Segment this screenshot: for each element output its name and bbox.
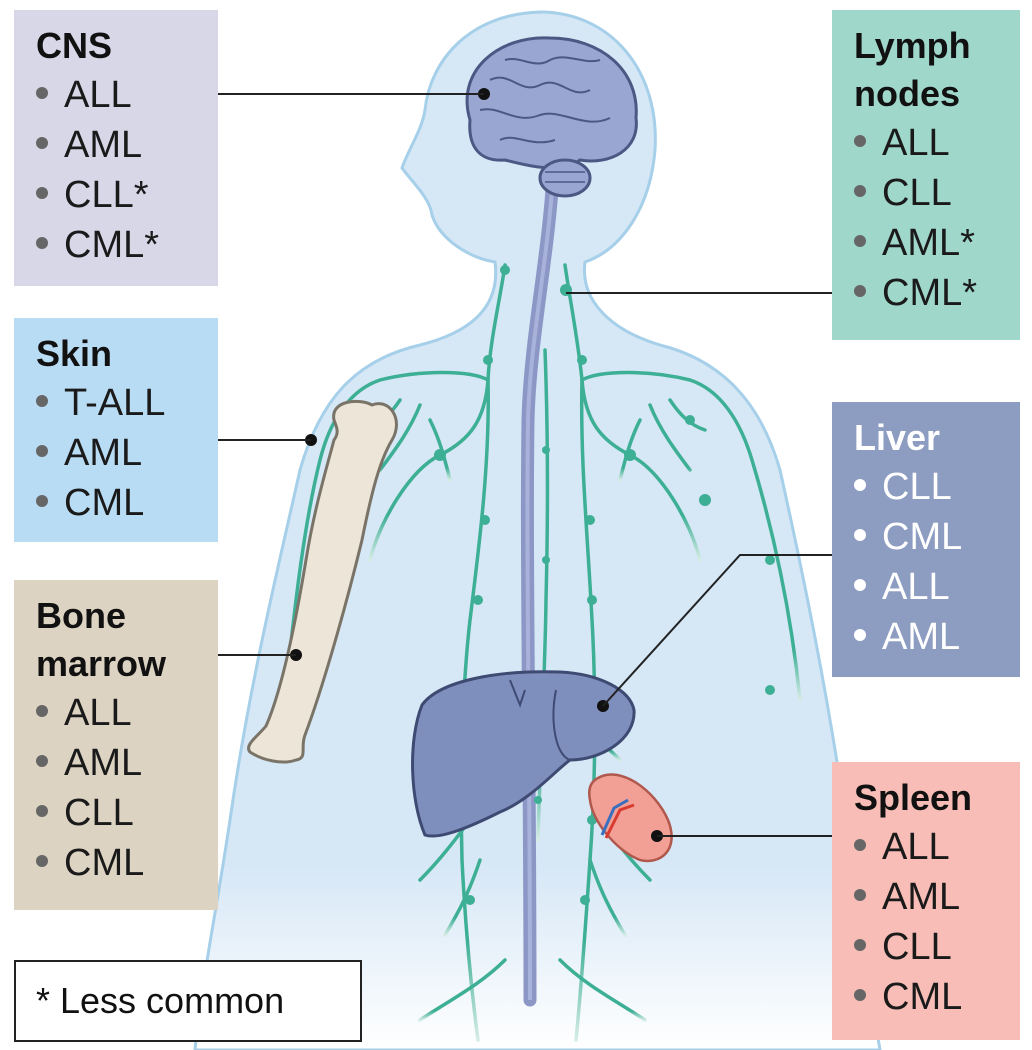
bullet-icon xyxy=(36,394,48,407)
list-item: CML xyxy=(36,478,218,528)
list-item-label: CML xyxy=(882,976,963,1018)
lymph-nodes-title-line2: nodes xyxy=(854,73,961,114)
bullet-icon xyxy=(36,86,48,99)
cns-panel: CNS ALL AML CLL* CML* xyxy=(14,10,218,286)
bullet-icon xyxy=(854,838,866,851)
list-item: CLL xyxy=(36,788,218,838)
bullet-icon xyxy=(854,628,866,641)
footnote-box: * Less common xyxy=(14,960,362,1042)
list-item-label: CML xyxy=(64,482,145,524)
skin-title: Skin xyxy=(36,333,113,374)
list-item-label: AML xyxy=(64,124,143,166)
list-item-label: ALL xyxy=(882,566,950,608)
list-item: CML xyxy=(854,512,1020,562)
list-item: ALL xyxy=(854,562,1020,612)
list-item: ALL xyxy=(36,688,218,738)
list-item-label: CLL xyxy=(882,466,952,508)
bullet-icon xyxy=(36,236,48,249)
list-item-label: ALL xyxy=(64,692,132,734)
list-item: CLL xyxy=(854,168,1020,218)
list-item: AML xyxy=(36,428,218,478)
list-item: CML* xyxy=(36,220,218,270)
bullet-icon xyxy=(36,494,48,507)
bullet-icon xyxy=(36,804,48,817)
bullet-icon xyxy=(36,136,48,149)
list-item: CML xyxy=(36,838,218,888)
lymph-nodes-list: ALL CLL AML* CML* xyxy=(854,118,1020,318)
bullet-icon xyxy=(36,186,48,199)
list-item-label: CLL xyxy=(882,926,952,968)
bone-marrow-list: ALL AML CLL CML xyxy=(36,688,218,888)
list-item: AML xyxy=(36,120,218,170)
bullet-icon xyxy=(854,938,866,951)
list-item-label: CLL* xyxy=(64,174,149,216)
bone-marrow-panel: Bone marrow ALL AML CLL CML xyxy=(14,580,218,910)
list-item: CLL xyxy=(854,922,1020,972)
list-item: ALL xyxy=(854,822,1020,872)
bullet-icon xyxy=(854,478,866,491)
list-item-label: CML xyxy=(64,842,145,884)
bullet-icon xyxy=(36,754,48,767)
skin-panel: Skin T-ALL AML CML xyxy=(14,318,218,542)
list-item-label: CLL xyxy=(882,172,952,214)
list-item-label: CLL xyxy=(64,792,134,834)
list-item: ALL xyxy=(36,70,218,120)
spleen-icon xyxy=(588,773,673,863)
liver-list: CLL CML ALL AML xyxy=(854,462,1020,662)
list-item-label: ALL xyxy=(882,122,950,164)
list-item: ALL xyxy=(854,118,1020,168)
liver-panel: Liver CLL CML ALL AML xyxy=(832,402,1020,677)
list-item-label: CML xyxy=(882,516,963,558)
lymph-nodes-title-line1: Lymph xyxy=(854,25,971,66)
skin-list: T-ALL AML CML xyxy=(36,378,218,528)
footnote-text: * Less common xyxy=(36,980,285,1021)
bullet-icon xyxy=(854,528,866,541)
list-item-label: CML* xyxy=(882,272,978,314)
list-item: AML xyxy=(854,872,1020,922)
liver-title: Liver xyxy=(854,417,941,458)
bone-marrow-title-line2: marrow xyxy=(36,643,167,684)
list-item: CML xyxy=(854,972,1020,1022)
bullet-icon xyxy=(854,234,866,247)
list-item-label: T-ALL xyxy=(64,382,166,424)
spleen-title: Spleen xyxy=(854,777,973,818)
leader-lines xyxy=(218,93,832,837)
bullet-icon xyxy=(854,988,866,1001)
list-item: CML* xyxy=(854,268,1020,318)
bullet-icon xyxy=(36,444,48,457)
spleen-list: ALL AML CLL CML xyxy=(854,822,1020,1022)
bullet-icon xyxy=(36,854,48,867)
list-item: T-ALL xyxy=(36,378,218,428)
list-item: AML* xyxy=(854,218,1020,268)
list-item: AML xyxy=(36,738,218,788)
bullet-icon xyxy=(854,284,866,297)
lymph-nodes-panel: Lymph nodes ALL CLL AML* CML* xyxy=(832,10,1020,340)
bullet-icon xyxy=(854,184,866,197)
bullet-icon xyxy=(854,578,866,591)
cns-list: ALL AML CLL* CML* xyxy=(36,70,218,270)
bullet-icon xyxy=(36,704,48,717)
list-item-label: ALL xyxy=(882,826,950,868)
brain-icon xyxy=(465,36,638,198)
bone-marrow-title-line1: Bone xyxy=(36,595,126,636)
list-item-label: AML* xyxy=(882,222,975,264)
list-item-label: AML xyxy=(882,876,961,918)
list-item-label: AML xyxy=(882,616,961,658)
list-item-label: ALL xyxy=(64,74,132,116)
bullet-icon xyxy=(854,888,866,901)
list-item-label: AML xyxy=(64,432,143,474)
list-item: CLL* xyxy=(36,170,218,220)
bullet-icon xyxy=(854,134,866,147)
spleen-panel: Spleen ALL AML CLL CML xyxy=(832,762,1020,1040)
cns-title: CNS xyxy=(36,25,113,66)
liver-icon xyxy=(411,670,636,838)
list-item: AML xyxy=(854,612,1020,662)
list-item-label: AML xyxy=(64,742,143,784)
list-item-label: CML* xyxy=(64,224,160,266)
list-item: CLL xyxy=(854,462,1020,512)
